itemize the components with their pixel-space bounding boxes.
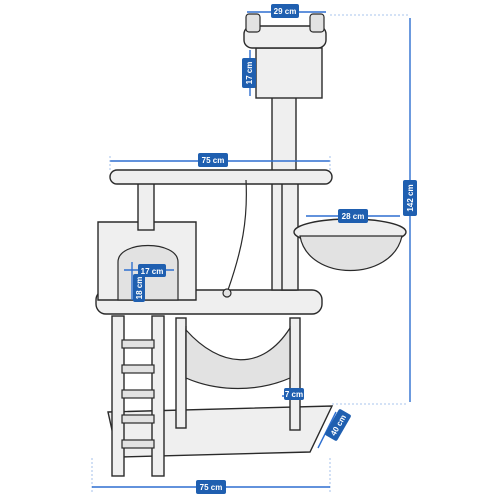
ladder-rung <box>121 414 155 424</box>
top-ear <box>309 13 325 33</box>
label-opening-width: 17 cm <box>138 264 166 277</box>
shelf-post <box>137 179 155 231</box>
support-post <box>175 317 187 429</box>
svg-text:142 cm: 142 cm <box>406 184 415 211</box>
svg-text:17 cm: 17 cm <box>141 267 164 276</box>
label-base-width: 75 cm <box>196 480 226 494</box>
svg-text:29 cm: 29 cm <box>274 7 297 16</box>
ladder-rung <box>121 339 155 349</box>
top-ear <box>245 13 261 33</box>
ladder-rung <box>121 439 155 449</box>
svg-text:17 cm: 17 cm <box>245 62 254 85</box>
ladder-rung <box>121 364 155 374</box>
top-platform <box>243 25 327 49</box>
base-depth-arrow <box>317 411 337 449</box>
svg-text:28 cm: 28 cm <box>342 212 365 221</box>
upper-shelf <box>109 169 333 185</box>
svg-text:75 cm: 75 cm <box>202 156 225 165</box>
label-basket-diameter: 28 cm <box>338 209 368 223</box>
top-box <box>255 47 323 99</box>
label-box-height: 17 cm <box>242 58 256 88</box>
ladder-rung <box>121 389 155 399</box>
basket <box>299 235 403 272</box>
label-total-height: 142 cm <box>403 180 417 216</box>
hammock <box>185 325 291 390</box>
svg-text:7 cm: 7 cm <box>285 390 303 399</box>
rope-toy <box>227 179 247 291</box>
label-post-width: 7 cm <box>284 388 304 400</box>
label-top-width: 29 cm <box>271 4 299 18</box>
label-upper-shelf-width: 75 cm <box>198 153 228 167</box>
label-opening-height: 18 cm <box>133 274 145 302</box>
svg-text:75 cm: 75 cm <box>200 483 223 492</box>
svg-text:18 cm: 18 cm <box>135 277 144 300</box>
support-post <box>289 317 301 431</box>
